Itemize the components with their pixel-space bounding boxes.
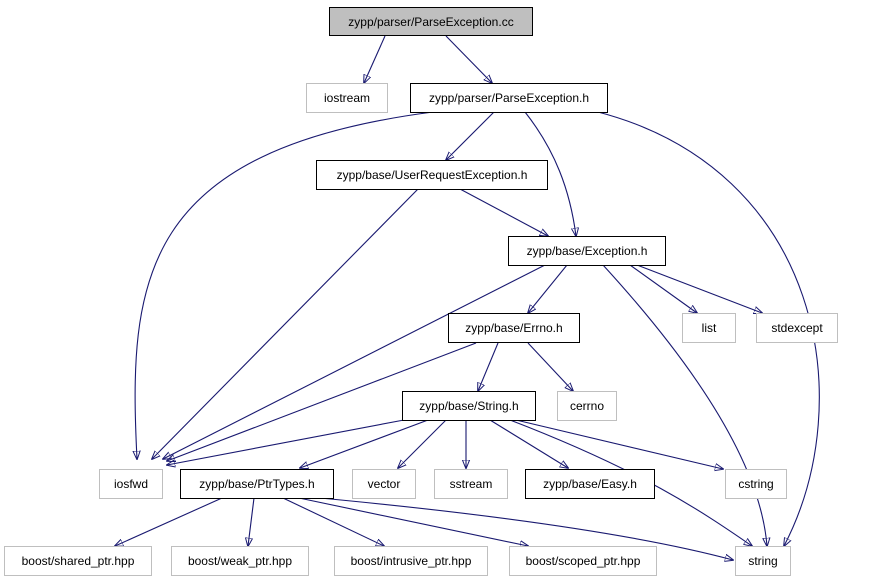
edge-errno-string-h bbox=[478, 342, 499, 391]
node-iosfwd: iosfwd bbox=[99, 469, 163, 499]
node-iostream: iostream bbox=[306, 83, 388, 113]
edge-parseexception-h-string bbox=[597, 111, 820, 546]
edge-errno-iosfwd bbox=[167, 342, 477, 461]
edge-ptrtypes-scoped bbox=[298, 497, 528, 546]
edge-parseexception-h-iosfwd bbox=[135, 111, 434, 459]
edge-userrequest-exception bbox=[459, 188, 548, 236]
edge-string-h-string bbox=[509, 419, 752, 546]
node-ptrtypes-h[interactable]: zypp/base/PtrTypes.h bbox=[180, 469, 334, 499]
edge-exception-errno bbox=[528, 264, 568, 313]
node-string-h[interactable]: zypp/base/String.h bbox=[402, 391, 536, 421]
edge-exception-iosfwd bbox=[163, 264, 546, 459]
node-exception-h[interactable]: zypp/base/Exception.h bbox=[508, 236, 666, 266]
edge-ptrtypes-intrusive bbox=[282, 497, 384, 546]
node-cerrno: cerrno bbox=[557, 391, 617, 421]
node-boost-scoped-ptr: boost/scoped_ptr.hpp bbox=[509, 546, 657, 576]
node-errno-h[interactable]: zypp/base/Errno.h bbox=[448, 313, 580, 343]
edge-ptrtypes-weak bbox=[248, 497, 255, 546]
node-user-request-exception-h[interactable]: zypp/base/UserRequestException.h bbox=[316, 160, 548, 190]
edge-string-h-cstring bbox=[515, 419, 723, 469]
node-boost-weak-ptr: boost/weak_ptr.hpp bbox=[171, 546, 309, 576]
edge-userrequest-iosfwd bbox=[152, 188, 419, 459]
node-sstream: sstream bbox=[434, 469, 508, 499]
node-stdexcept: stdexcept bbox=[756, 313, 838, 343]
edge-exception-list bbox=[629, 264, 697, 313]
edge-exception-stdexcept bbox=[636, 264, 762, 313]
node-string: string bbox=[735, 546, 791, 576]
edge-string-h-ptrtypes bbox=[300, 419, 429, 468]
edge-string-h-iosfwd bbox=[167, 419, 405, 465]
node-parse-exception-h[interactable]: zypp/parser/ParseException.h bbox=[410, 83, 608, 113]
edge-parseexception-h-exception bbox=[524, 111, 576, 236]
edge-parseexception-h-userrequest bbox=[446, 111, 495, 160]
edge-string-h-vector bbox=[398, 419, 447, 468]
edge-ptrtypes-string bbox=[319, 497, 733, 560]
edge-cc-parseexception-h bbox=[445, 35, 492, 83]
node-cstring: cstring bbox=[725, 469, 787, 499]
node-boost-shared-ptr: boost/shared_ptr.hpp bbox=[4, 546, 152, 576]
node-easy-h[interactable]: zypp/base/Easy.h bbox=[525, 469, 655, 499]
edge-string-h-easy bbox=[489, 419, 568, 468]
node-boost-intrusive-ptr: boost/intrusive_ptr.hpp bbox=[334, 546, 488, 576]
edge-ptrtypes-shared bbox=[115, 497, 223, 546]
node-parse-exception-cc: zypp/parser/ParseException.cc bbox=[329, 7, 533, 36]
edge-exception-string bbox=[602, 264, 767, 546]
edge-cc-iostream bbox=[364, 35, 386, 83]
node-list: list bbox=[682, 313, 736, 343]
edge-errno-cerrno bbox=[527, 342, 573, 391]
node-vector: vector bbox=[352, 469, 416, 499]
